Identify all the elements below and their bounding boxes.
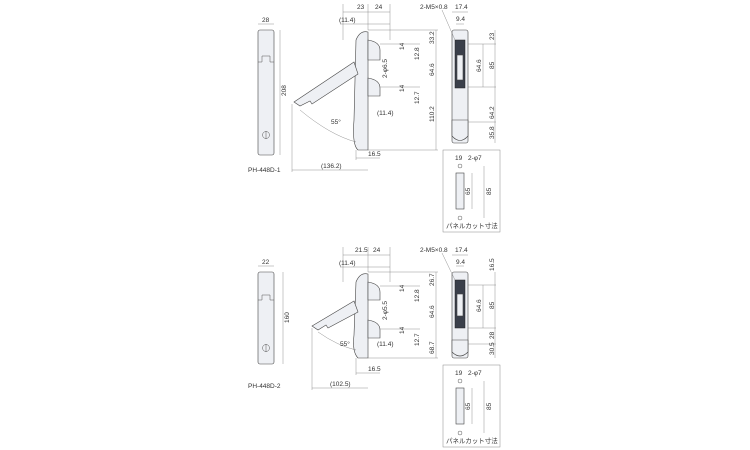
back-thread-label: 2-M5×0.8 xyxy=(420,4,448,11)
side-angle-label: 55° xyxy=(340,340,350,348)
side-view: 23 24 (11.4) 14 12.8 33.2 2-φ6.5 64.6 14… xyxy=(291,4,438,172)
side-d2-label: 24 xyxy=(373,247,381,254)
panel-inner-label: 65 xyxy=(465,187,472,195)
panel-caption: パネルカット寸法 xyxy=(446,436,498,445)
back-r1-label: 23 xyxy=(489,32,496,40)
back-width-label: 17.4 xyxy=(455,247,468,254)
back-thread-label: 2-M5×0.8 xyxy=(420,247,448,254)
front-width-label: 22 xyxy=(262,259,270,266)
side-h3-label: 26.7 xyxy=(429,273,436,286)
side-offset-mid-label: (11.4) xyxy=(377,110,394,117)
panel-cut-view: 19 2-φ7 65 85 パネルカット寸法 xyxy=(442,364,501,448)
front-view: 22 160 xyxy=(257,259,291,365)
side-reach-label: (136.2) xyxy=(321,163,342,170)
drawing-ph-448d-2: 22 160 21.5 24 (11.4) 14 12.8 26.7 2-φ5.… xyxy=(248,247,501,448)
model-label: PH-448D-2 xyxy=(248,383,281,390)
panel-d1-label: 19 xyxy=(455,155,463,162)
side-h3-label: 33.2 xyxy=(429,31,436,44)
panel-outer-label: 85 xyxy=(486,187,493,195)
side-h1-label: 14 xyxy=(399,42,406,50)
back-r2-label: 85 xyxy=(489,61,496,69)
side-pitch-label: 64.6 xyxy=(429,63,436,76)
side-depth-label: 16.5 xyxy=(368,151,381,158)
panel-holes-label: 2-φ7 xyxy=(468,155,482,162)
side-offset-top-label: (11.4) xyxy=(339,260,356,267)
side-h2-label: 12.8 xyxy=(414,47,421,60)
back-r2-label: 85 xyxy=(489,301,496,309)
side-reach-label: (102.5) xyxy=(330,381,351,388)
panel-d1-label: 19 xyxy=(455,370,463,377)
panel-caption: パネルカット寸法 xyxy=(446,221,498,230)
side-h1-label: 14 xyxy=(399,284,406,292)
side-holes-label: 2-φ6.5 xyxy=(382,59,389,78)
panel-inner-label: 65 xyxy=(465,402,472,410)
panel-outer-label: 85 xyxy=(486,402,493,410)
front-height-label: 160 xyxy=(284,312,291,323)
panel-cut-view: 19 2-φ7 65 85 パネルカット寸法 xyxy=(442,149,501,233)
side-angle-label: 55° xyxy=(331,118,341,126)
side-h6-label: 110.2 xyxy=(429,106,436,122)
back-r4-label: 30.5 xyxy=(489,342,496,355)
back-center-label: 9.4 xyxy=(456,259,465,266)
side-h5-label: 12.7 xyxy=(414,91,421,104)
side-h5-label: 12.7 xyxy=(414,333,421,346)
back-center-label: 9.4 xyxy=(456,16,465,23)
drawing-ph-448d-1: 28 208 23 24 (11.4) 14 12.8 33.2 2-φ6.5 xyxy=(248,4,501,233)
side-offset-top-label: (11.4) xyxy=(339,17,356,24)
side-offset-mid-label: (11.4) xyxy=(377,341,394,348)
front-width-label: 28 xyxy=(262,17,270,24)
front-view: 28 208 xyxy=(257,17,288,156)
side-holes-label: 2-φ5.5 xyxy=(382,301,389,320)
side-d2-label: 24 xyxy=(375,4,383,11)
side-h4-label: 14 xyxy=(399,326,406,334)
side-h6-label: 68.7 xyxy=(429,341,436,354)
back-pitch-label: 64.6 xyxy=(476,299,483,312)
side-d1-label: 23 xyxy=(357,4,365,11)
back-pitch-label: 64.6 xyxy=(476,59,483,72)
side-h2-label: 12.8 xyxy=(414,289,421,302)
side-view: 21.5 24 (11.4) 14 12.8 26.7 2-φ5.5 64.6 … xyxy=(311,247,438,390)
back-width-label: 17.4 xyxy=(455,4,468,11)
back-r4-label: 35.8 xyxy=(489,126,496,139)
side-d1-label: 21.5 xyxy=(355,247,368,254)
back-view: 2-M5×0.8 17.4 9.4 16.5 85 64.6 28 30.5 xyxy=(420,247,496,359)
back-r3-label: 28 xyxy=(489,331,496,339)
side-pitch-label: 64.6 xyxy=(429,305,436,318)
model-label: PH-448D-1 xyxy=(248,167,281,174)
side-h4-label: 14 xyxy=(399,84,406,92)
front-height-label: 208 xyxy=(281,85,288,96)
back-r3-label: 64.2 xyxy=(489,106,496,119)
back-view: 2-M5×0.8 17.4 9.4 23 85 64.6 64.2 35.8 xyxy=(420,4,496,144)
panel-holes-label: 2-φ7 xyxy=(468,370,482,377)
back-r1-label: 16.5 xyxy=(489,258,496,271)
side-depth-label: 16.5 xyxy=(368,366,381,373)
